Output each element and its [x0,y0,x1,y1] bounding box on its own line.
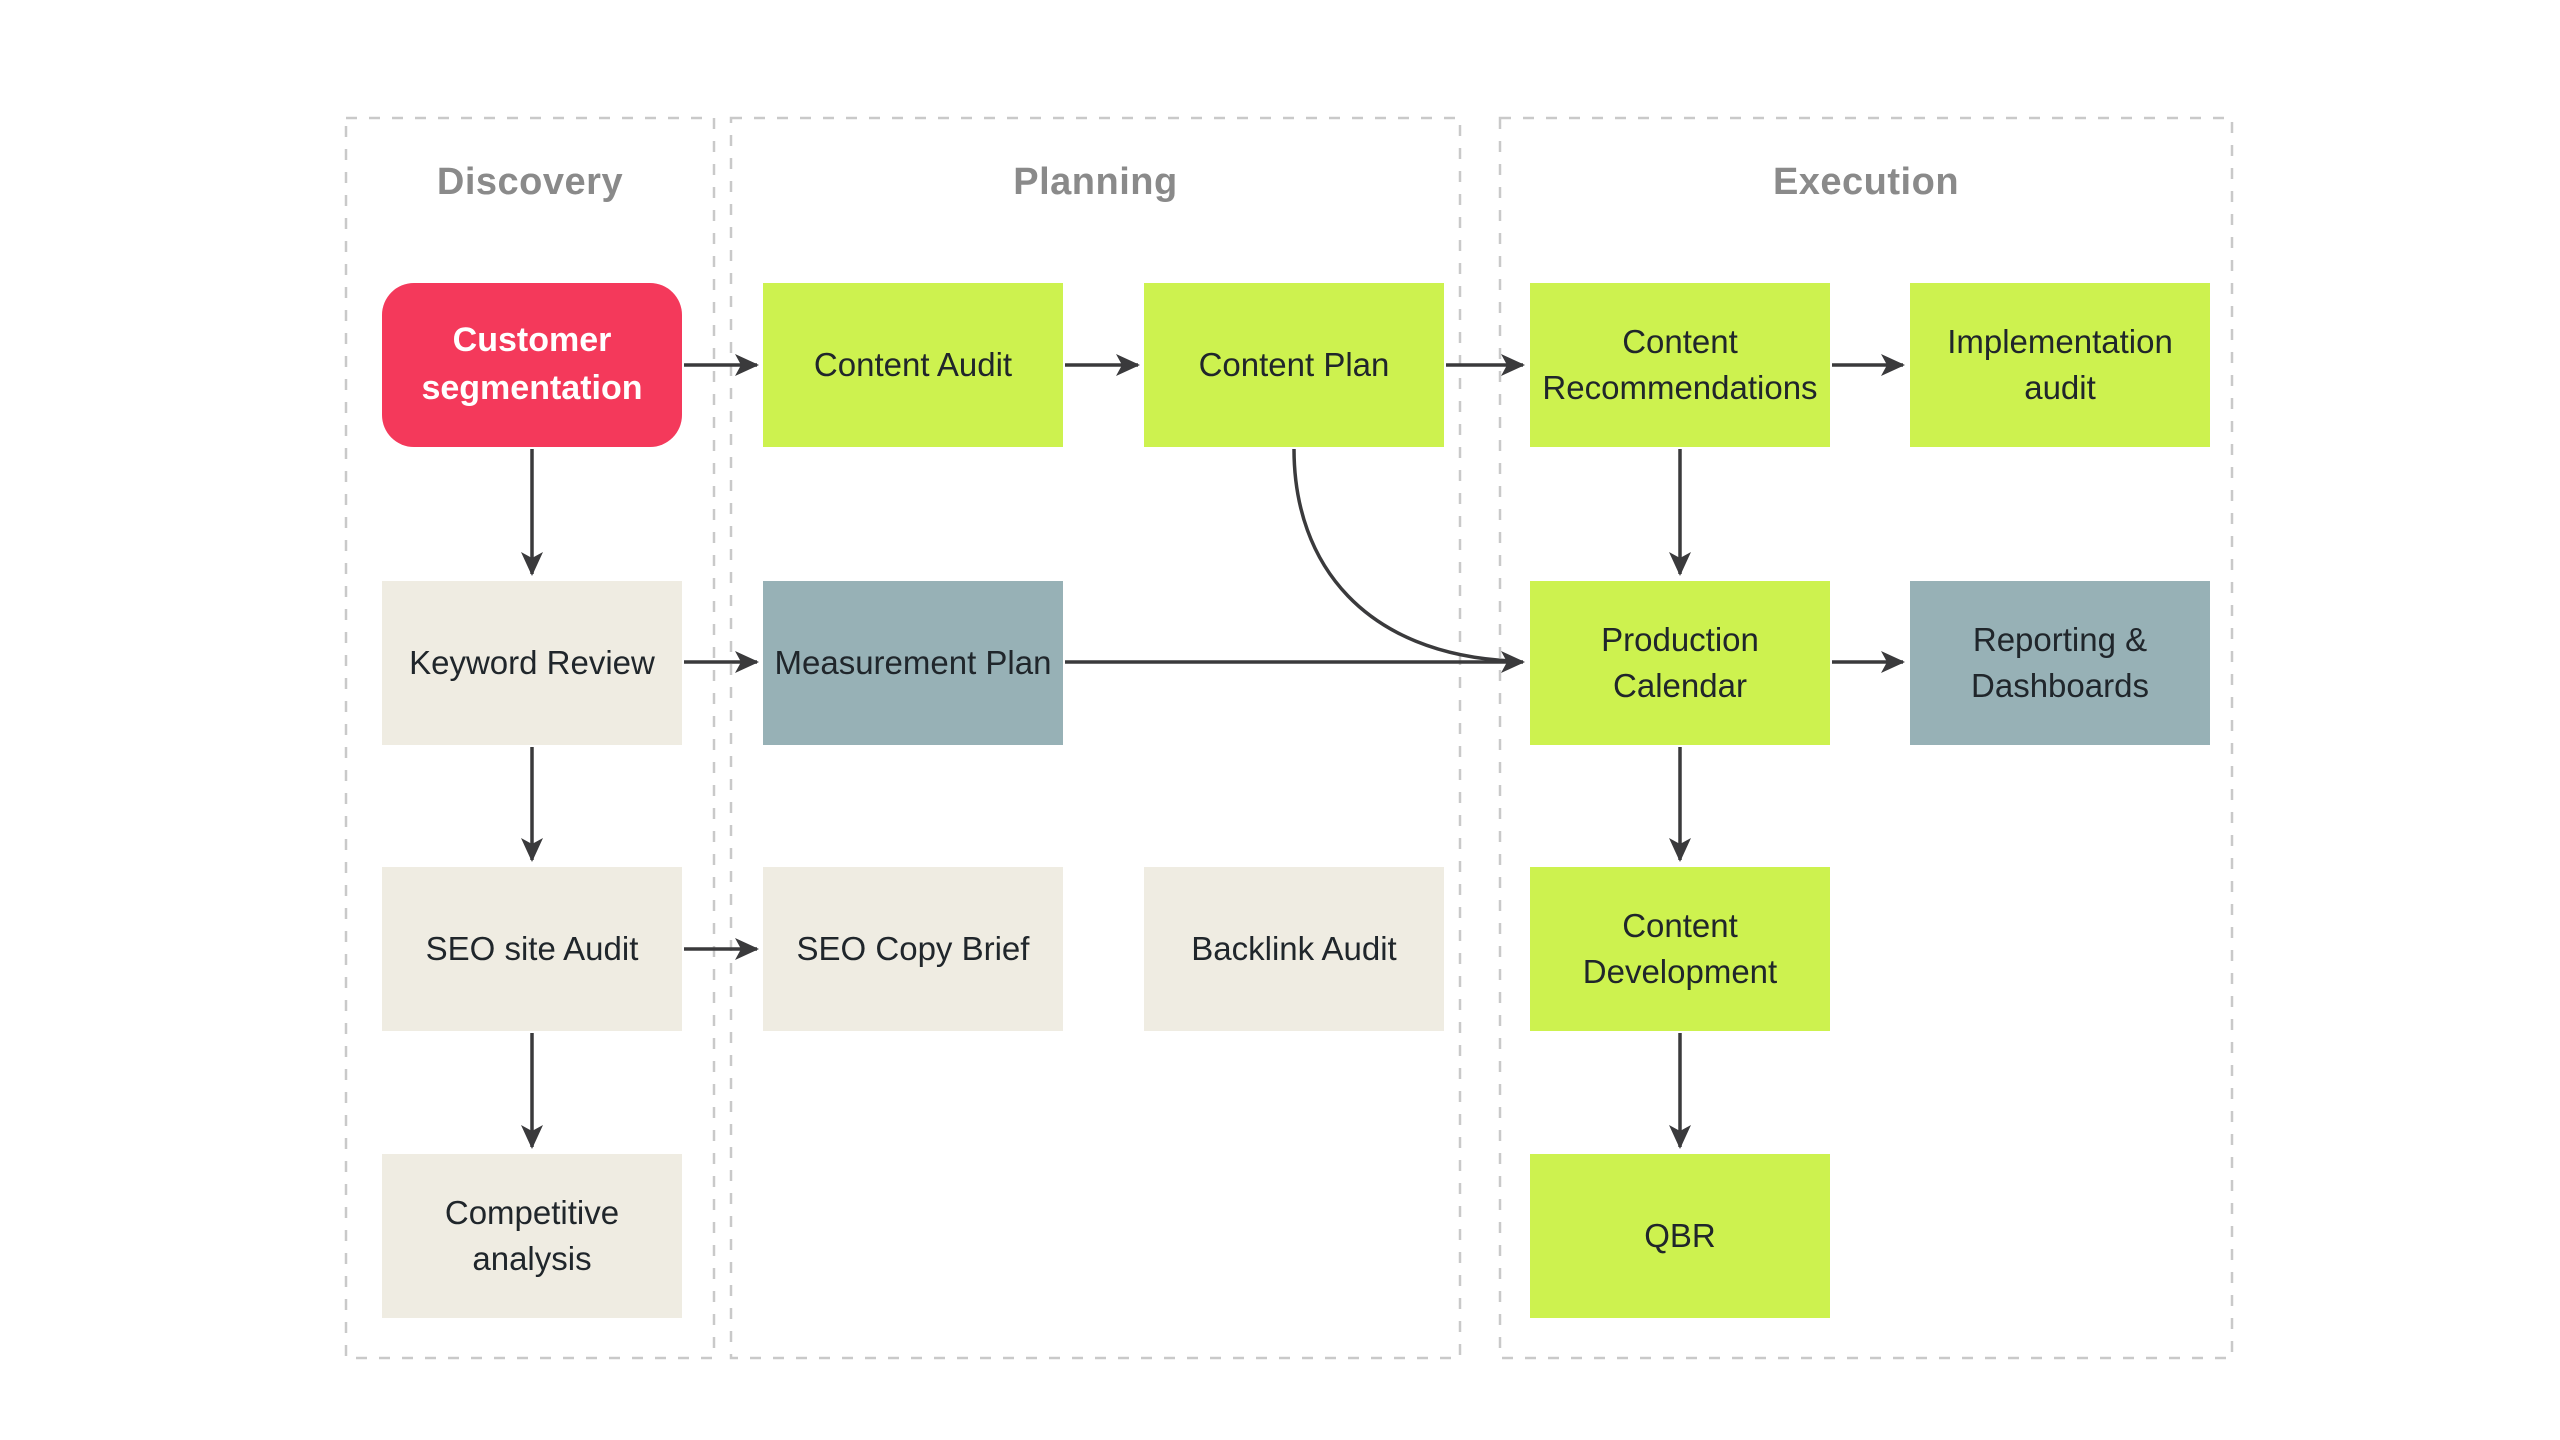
node-backlink-audit[interactable]: Backlink Audit [1144,867,1444,1031]
edge-content-plan-to-production-calendar [1292,448,1513,663]
lane-title-planning: Planning [1013,161,1178,203]
lane-title-execution: Execution [1772,161,1960,203]
node-label: Backlink Audit [1191,929,1397,967]
node-competitive-analysis[interactable]: Competitive analysis [382,1154,682,1318]
node-label: SEO Copy Brief [796,929,1030,967]
node-content-plan[interactable]: Content Plan [1144,283,1444,447]
node-implementation-audit[interactable]: Implementation audit [1910,283,2210,447]
node-label: Content Recommendations [1542,322,1818,406]
node-production-calendar[interactable]: Production Calendar [1530,581,1830,745]
node-label: Implementation audit [1947,322,2173,406]
node-content-recommendations[interactable]: Content Recommendations [1530,283,1830,447]
node-label: Content Audit [813,345,1013,383]
node-content-development[interactable]: Content Development [1530,867,1830,1031]
lane-title-discovery: Discovery [436,161,624,203]
node-label: Content Development [1582,906,1778,990]
node-seo-copy-brief[interactable]: SEO Copy Brief [763,867,1063,1031]
node-label: Reporting & Dashboards [1971,620,2149,704]
node-content-audit[interactable]: Content Audit [763,283,1063,447]
node-label: Customer segmentation [421,321,643,407]
lane-discovery-border [344,116,716,1360]
node-customer-segmentation[interactable]: Customer segmentation [382,283,682,447]
node-keyword-review[interactable]: Keyword Review [382,581,682,745]
node-label: Measurement Plan [774,643,1052,681]
node-label: SEO site Audit [425,929,639,967]
node-qbr[interactable]: QBR [1530,1154,1830,1318]
node-reporting-dashboards[interactable]: Reporting & Dashboards [1910,581,2210,745]
node-measurement-plan[interactable]: Measurement Plan [763,581,1063,745]
node-label: Content Plan [1198,345,1390,383]
node-label: Competitive analysis [444,1193,620,1277]
lane-planning-border [729,116,1462,1360]
node-label: Production Calendar [1601,620,1759,704]
node-seo-site-audit[interactable]: SEO site Audit [382,867,682,1031]
node-label: QBR [1644,1216,1716,1254]
node-label: Keyword Review [409,643,655,681]
